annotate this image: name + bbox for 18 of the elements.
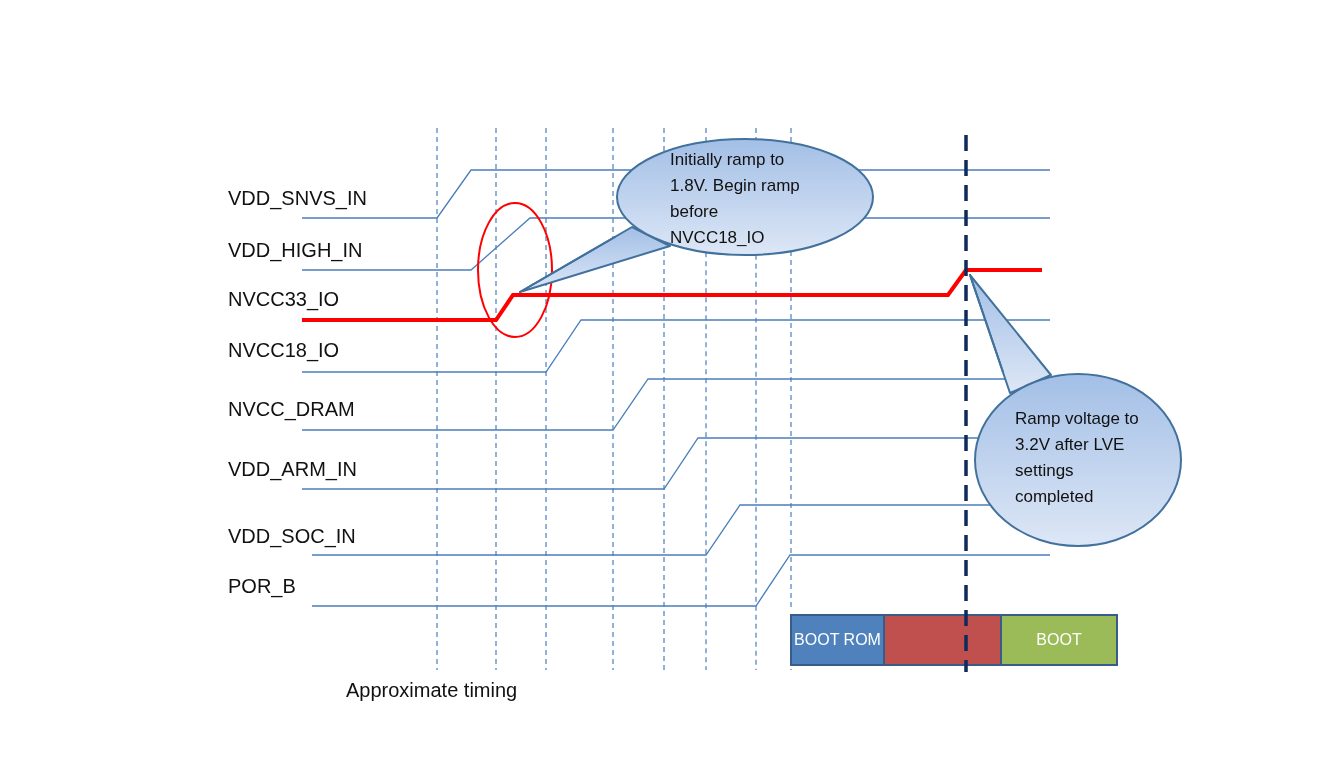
signal-name: NVCC_DRAM bbox=[228, 398, 355, 420]
callout-tail bbox=[969, 274, 1004, 373]
speech-bubble bbox=[973, 372, 1183, 548]
callout-text: Initially ramp to 1.8V. Begin ramp before NVCC18_IO bbox=[670, 149, 801, 249]
boot-stage-bar: BOOT ROM bbox=[790, 614, 885, 666]
boot-stage-bar bbox=[883, 614, 1002, 666]
signal-name: VDD_SNVS_IN bbox=[228, 187, 367, 209]
speech-bubble bbox=[615, 137, 875, 257]
boot-stage-bar: BOOT bbox=[1000, 614, 1118, 666]
signal-name: NVCC18_IO bbox=[228, 339, 340, 361]
signal-name: POR_B bbox=[228, 575, 296, 597]
callout-text: Ramp voltage to 3.2V after LVE settings completed bbox=[1015, 408, 1140, 508]
signal-name: VDD_SOC_IN bbox=[228, 525, 356, 547]
signal-name: VDD_ARM_IN bbox=[228, 458, 357, 480]
callout-tail bbox=[519, 236, 616, 293]
signal-name: VDD_HIGH_IN bbox=[228, 239, 363, 261]
note-text: Approximate timing bbox=[346, 679, 518, 701]
signal-name: NVCC33_IO bbox=[228, 288, 340, 310]
